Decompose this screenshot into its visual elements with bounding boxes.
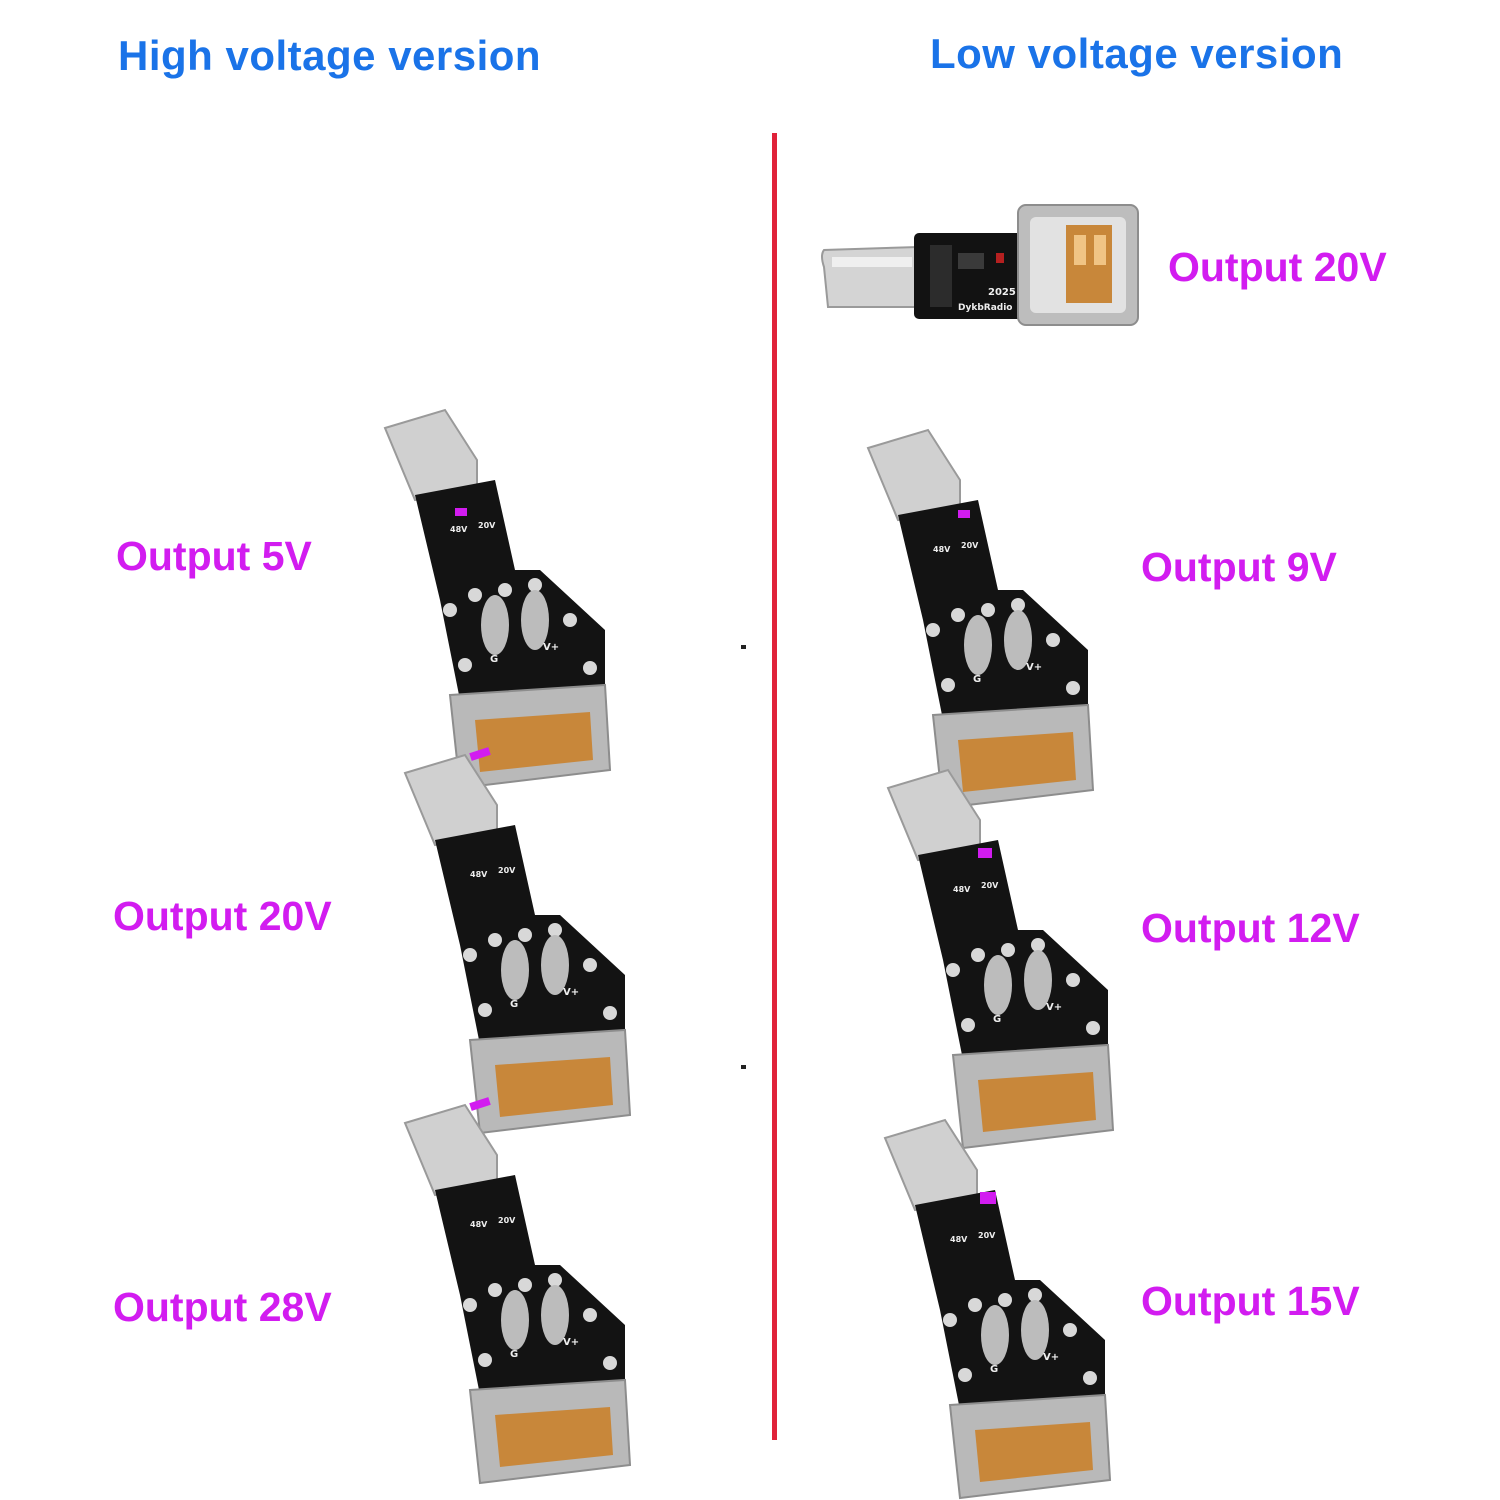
voltage-20: 20V: [981, 881, 999, 890]
pad-g: G: [973, 674, 981, 685]
board-photo-lv-15v: 48V 20V G V+: [875, 1110, 1115, 1500]
voltage-20: 20V: [961, 541, 979, 550]
low-voltage-header: Low voltage version: [930, 30, 1344, 77]
stray-mark: [741, 645, 746, 649]
board-graphic: 48V 20V G V+: [403, 1097, 632, 1485]
board-graphic: 48V 20V G V+: [886, 768, 1115, 1150]
voltage-48: 48V: [470, 1220, 488, 1229]
board-photo-hv-20v: 48V 20V G V+: [395, 745, 635, 1135]
voltage-20: 20V: [498, 1216, 516, 1225]
pad-vplus: V+: [563, 1337, 579, 1348]
voltage-48: 48V: [950, 1235, 968, 1244]
output-label-5v: Output 5V: [116, 533, 312, 579]
board-graphic: 48V 20V G V+: [883, 1118, 1112, 1500]
voltage-48: 48V: [470, 870, 488, 879]
output-label-9v: Output 9V: [1141, 544, 1337, 590]
board-graphic: 48V 20V G V+: [866, 428, 1095, 810]
pad-g: G: [490, 654, 498, 665]
high-voltage-header: High voltage version: [118, 32, 542, 79]
pad-vplus: V+: [563, 987, 579, 998]
board-brand: DykbRadio: [958, 303, 1012, 313]
board-photo-hv-5v: 48V 20V G V+: [375, 400, 615, 790]
pad-vplus: V+: [1043, 1352, 1059, 1363]
pad-g: G: [510, 999, 518, 1010]
output-label-15v: Output 15V: [1141, 1278, 1360, 1324]
pad-vplus: V+: [543, 642, 559, 653]
stray-mark: [741, 1065, 746, 1069]
output-label-lv-20v: Output 20V: [1168, 244, 1387, 290]
output-label-28v: Output 28V: [113, 1284, 332, 1330]
board-graphic: 48V 20V G V+: [383, 408, 612, 790]
pad-vplus: V+: [1026, 662, 1042, 673]
trigger-board-graphic: 2025 DykbRadio: [821, 204, 1139, 326]
voltage-48: 48V: [450, 525, 468, 534]
pad-vplus: V+: [1046, 1002, 1062, 1013]
board-photo-lv-12v: 48V 20V G V+: [878, 760, 1118, 1150]
section-divider: [772, 133, 777, 1440]
voltage-20: 20V: [978, 1231, 996, 1240]
board-year: 2025: [988, 287, 1016, 298]
output-label-12v: Output 12V: [1141, 905, 1360, 951]
voltage-48: 48V: [953, 885, 971, 894]
pad-g: G: [990, 1364, 998, 1375]
board-photo-hv-28v: 48V 20V G V+: [395, 1095, 635, 1485]
pad-g: G: [510, 1349, 518, 1360]
voltage-48: 48V: [933, 545, 951, 554]
trigger-board-photo: 2025 DykbRadio: [818, 195, 1158, 335]
board-photo-lv-9v: 48V 20V G V+: [858, 420, 1098, 810]
board-graphic: 48V 20V G V+: [403, 747, 632, 1135]
voltage-20: 20V: [498, 866, 516, 875]
pad-g: G: [993, 1014, 1001, 1025]
voltage-20: 20V: [478, 521, 496, 530]
output-label-20v: Output 20V: [113, 893, 332, 939]
